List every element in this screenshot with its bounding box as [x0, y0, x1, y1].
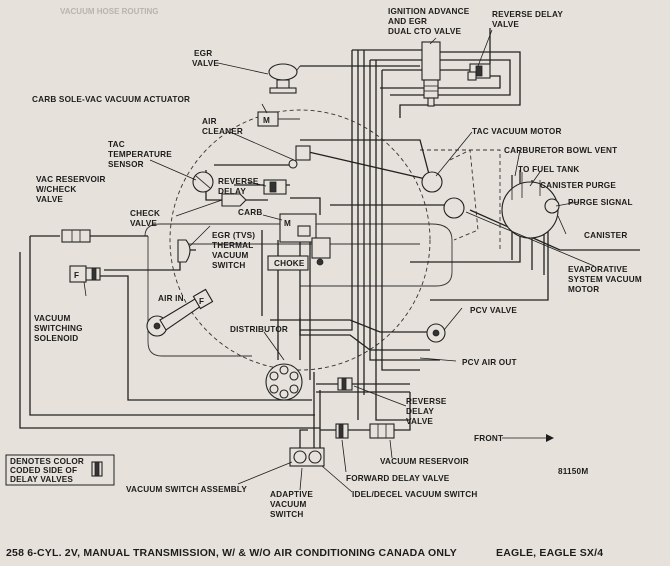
faded-header: VACUUM HOSE ROUTING	[60, 7, 159, 16]
label-tac-vacuum-motor: TAC VACUUM MOTOR	[472, 127, 562, 136]
legend-line-3: DELAY VALVES	[10, 475, 73, 484]
label-vac-reservoir-2: W/CHECK	[36, 185, 77, 194]
footer-model: EAGLE, EAGLE SX/4	[496, 547, 603, 559]
carb-part: M	[279, 213, 331, 266]
choke-box	[267, 255, 309, 271]
reverse-delay-mid-part	[263, 179, 287, 195]
label-pcv-valve: PCV VALVE	[470, 306, 517, 315]
label-reverse-delay-top-2: VALVE	[492, 20, 519, 29]
label-reverse-delay-low-1: REVERSE	[406, 397, 447, 406]
label-tac-sensor-2: TEMPERATURE	[108, 150, 172, 159]
label-egr-valve-1: EGR	[194, 49, 212, 58]
solenoid-f-label: F	[74, 271, 79, 280]
footer-title: 258 6-CYL. 2V, MANUAL TRANSMISSION, W/ &…	[6, 547, 457, 559]
label-solenoid-2: SWITCHING	[34, 324, 83, 333]
label-purge-signal: PURGE SIGNAL	[568, 198, 633, 207]
label-vac-reservoir-1: VAC RESERVOIR	[36, 175, 106, 184]
sole-vac-m-label: M	[263, 116, 270, 125]
label-egr-tvs-1: EGR (TVS)	[212, 231, 255, 240]
label-ignition-advance-1: IGNITION ADVANCE	[388, 7, 470, 16]
label-adaptive-3: SWITCH	[270, 510, 304, 519]
label-canister: CANISTER	[584, 231, 627, 240]
evaporative-motor-part	[443, 197, 465, 219]
label-tac-sensor-3: SENSOR	[108, 160, 144, 169]
tac-sensor-part	[192, 171, 214, 193]
label-idel-decel: IDEL/DECEL VACUUM SWITCH	[352, 490, 478, 499]
label-egr-tvs-2: THERMAL	[212, 241, 253, 250]
vacuum-hoses	[19, 28, 640, 452]
distributor-part	[265, 363, 303, 401]
label-pcv-air-out: PCV AIR OUT	[462, 358, 517, 367]
label-ignition-advance-3: DUAL CTO VALVE	[388, 27, 461, 36]
label-evaporative-2: SYSTEM VACUUM	[568, 275, 642, 284]
label-solenoid-1: VACUUM	[34, 314, 71, 323]
label-vac-reservoir-3: VALVE	[36, 195, 63, 204]
engine-outline	[144, 109, 501, 371]
leader-lines	[83, 29, 595, 493]
footer: 258 6-CYL. 2V, MANUAL TRANSMISSION, W/ &…	[6, 547, 603, 559]
pcv-valve-part	[426, 323, 446, 343]
vac-reservoir-check-part	[61, 229, 91, 243]
label-air-cleaner-1: AIR	[202, 117, 217, 126]
label-ignition-advance-2: AND EGR	[388, 17, 427, 26]
label-egr-tvs-4: SWITCH	[212, 261, 246, 270]
label-egr-tvs-3: VACUUM	[212, 251, 249, 260]
sole-vac-actuator-part: M	[257, 111, 300, 127]
legend-line-1: DENOTES COLOR	[10, 457, 84, 466]
label-reverse-delay-low-3: VALVE	[406, 417, 433, 426]
label-canister-purge: CANISTER PURGE	[540, 181, 616, 190]
carb-m-label: M	[284, 219, 291, 228]
label-air-in: AIR IN	[158, 294, 184, 303]
reverse-delay-low-part	[337, 377, 353, 391]
component-labels: IGNITION ADVANCE AND EGR DUAL CTO VALVE …	[32, 7, 642, 519]
label-check-valve-2: VALVE	[130, 219, 157, 228]
cto-valve-part	[421, 41, 441, 107]
label-solenoid-3: SOLENOID	[34, 334, 78, 343]
label-adaptive-1: ADAPTIVE	[270, 490, 313, 499]
vacuum-reservoir-part	[369, 423, 395, 439]
label-vacuum-switch-assembly: VACUUM SWITCH ASSEMBLY	[126, 485, 247, 494]
label-check-valve-1: CHECK	[130, 209, 160, 218]
egr-valve-part	[268, 63, 301, 94]
label-carb-sole-vac: CARB SOLE-VAC VACUUM ACTUATOR	[32, 95, 190, 104]
label-reverse-delay-top-1: REVERSE DELAY	[492, 10, 563, 19]
delay-valve-legend: DENOTES COLOR CODED SIDE OF DELAY VALVES	[5, 454, 115, 486]
check-valve-part	[221, 193, 247, 207]
label-carb-bowl-vent: CARBURETOR BOWL VENT	[504, 146, 617, 155]
label-carb: CARB	[238, 208, 262, 217]
vacuum-switch-assembly-part	[289, 447, 325, 467]
front-arrow	[502, 434, 554, 442]
canister-part	[501, 172, 560, 239]
egr-tvs-part	[177, 239, 191, 263]
label-forward-delay-valve: FORWARD DELAY VALVE	[346, 474, 450, 483]
label-figure-id: 81150M	[558, 467, 588, 476]
label-to-fuel-tank: TO FUEL TANK	[518, 165, 580, 174]
label-tac-sensor-1: TAC	[108, 140, 125, 149]
label-evaporative-3: MOTOR	[568, 285, 599, 294]
label-adaptive-2: VACUUM	[270, 500, 307, 509]
label-air-cleaner-2: CLEANER	[202, 127, 243, 136]
air-in-part: F	[146, 288, 214, 337]
air-cleaner-part	[288, 145, 311, 169]
air-in-f-label: F	[199, 297, 204, 306]
reverse-delay-valve-top-part	[467, 63, 491, 81]
label-choke: CHOKE	[274, 259, 305, 268]
forward-delay-valve-part	[335, 423, 349, 439]
vacuum-switching-solenoid-part: F	[69, 265, 101, 283]
label-egr-valve-2: VALVE	[192, 59, 219, 68]
label-distributor: DISTRIBUTOR	[230, 325, 288, 334]
label-front: FRONT	[474, 434, 503, 443]
tac-vacuum-motor-part	[421, 171, 443, 193]
legend-line-2: CODED SIDE OF	[10, 466, 77, 475]
label-reverse-delay-mid-2: DELAY	[218, 187, 246, 196]
label-vacuum-reservoir: VACUUM RESERVOIR	[380, 457, 469, 466]
label-reverse-delay-mid-1: REVERSE	[218, 177, 259, 186]
label-reverse-delay-low-2: DELAY	[406, 407, 434, 416]
label-evaporative-1: EVAPORATIVE	[568, 265, 628, 274]
